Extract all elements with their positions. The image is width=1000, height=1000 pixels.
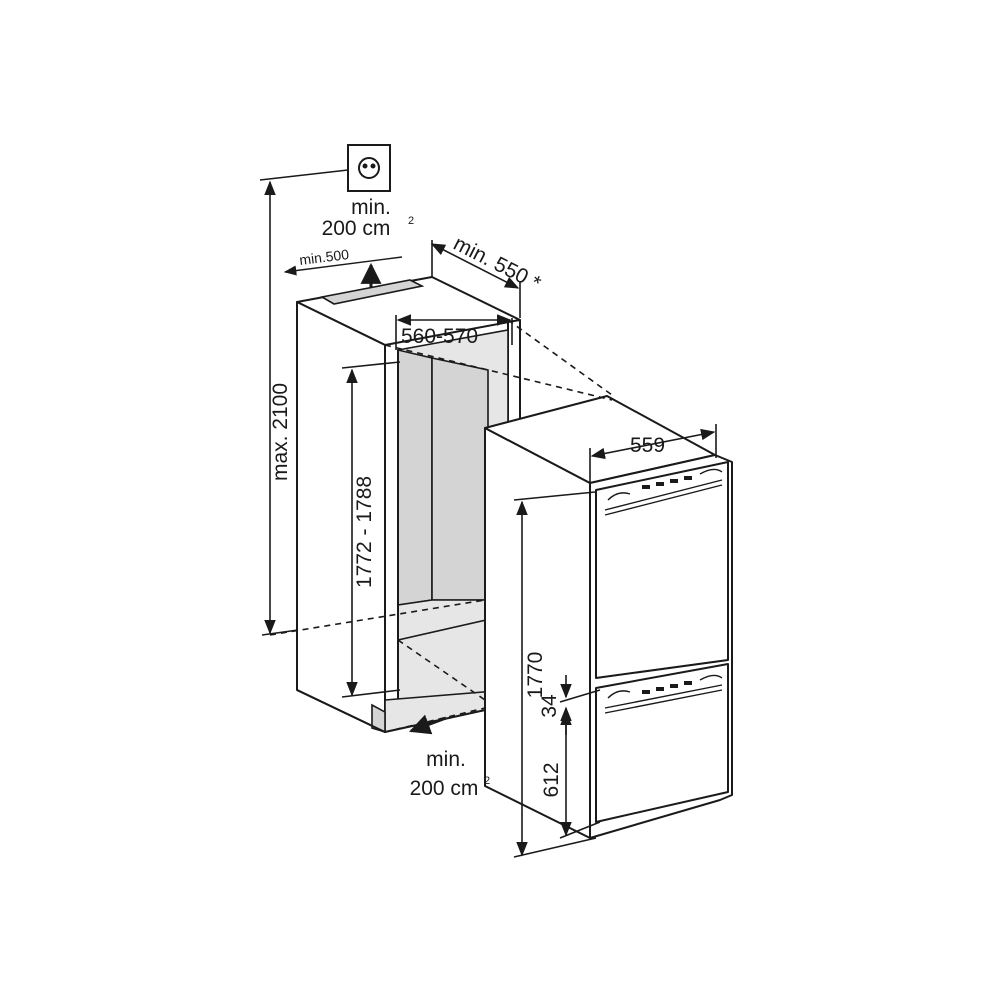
dimension-appliance-width: 559 [589,424,717,488]
dimension-lower-door-height: 612 [540,710,601,839]
alignment-lines [269,319,613,733]
top-vent-slot [319,279,425,305]
dimension-niche-width: 560-570 [395,314,513,350]
bottom-vent-area: 200 cm [410,777,479,800]
dimension-vent-width: min.500 [283,246,403,276]
top-vent-sup: 2 [408,215,414,227]
top-vent-area: 200 cm [322,217,391,240]
niche-width-label: 560-570 [401,325,478,348]
appliance-height-label: 1770 [524,652,547,699]
depth-label: min. 550 * [450,232,545,295]
max-height-label: max. 2100 [269,383,292,481]
bottom-vent-min: min. [426,748,466,771]
lower-door-height-label: 612 [540,762,563,797]
dimension-niche-height: 1772 - 1788 [341,361,401,698]
socket-icon [347,144,391,192]
installation-niche [296,276,521,734]
vent-width-label: min.500 [298,246,350,268]
appliance-width-label: 559 [630,434,665,457]
dimension-appliance-height: 1770 [513,491,597,858]
lower-door [595,663,729,823]
upper-door [595,461,729,679]
bottom-vent-sup: 2 [484,775,490,787]
niche-height-label: 1772 - 1788 [353,476,376,588]
bottom-vent: min. 200 cm 2 [409,714,490,800]
top-vent-label: min. 200 cm 2 [322,196,415,240]
top-vent-min: min. [351,196,391,219]
appliance [484,395,733,839]
dimension-max-height: max. 2100 [259,169,349,636]
door-gap-label: 34 [538,694,561,718]
